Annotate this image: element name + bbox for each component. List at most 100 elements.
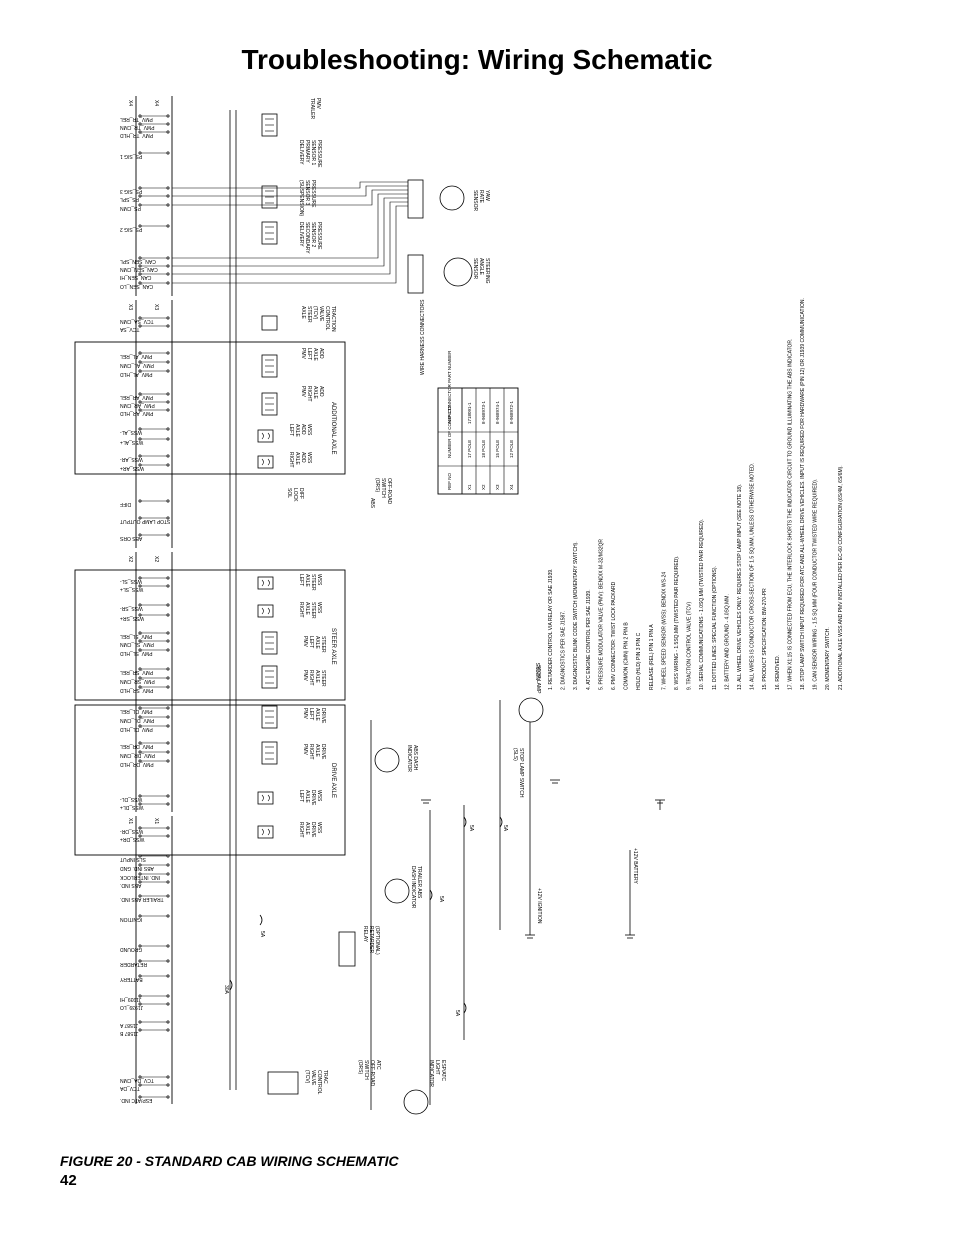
label-add-axle-right-pmv: AXLE xyxy=(312,386,318,399)
steering-angle-connector xyxy=(407,254,424,294)
connector-label-x2: X2 xyxy=(127,556,133,562)
pin-terminal xyxy=(166,1002,170,1006)
label-off-road-switch: OFF-ROAD xyxy=(386,478,392,504)
harness-table-cell: 1718091-1 xyxy=(467,402,472,424)
label-ignition-12v: +12V IGNITION xyxy=(536,888,542,924)
note-item: 10. SERIAL COMMUNICATIONS - 1.0SQ.MM (TW… xyxy=(699,519,705,690)
label-trac-control-valve: CONTROL xyxy=(316,1070,322,1095)
harness-table-cell: 15 POLE xyxy=(495,440,500,458)
steer-axle-box xyxy=(74,569,346,701)
fuse-symbol xyxy=(499,816,503,828)
signal-label: ABS IND. xyxy=(120,882,141,888)
pin-terminal xyxy=(166,114,170,118)
sensor-harness-wire xyxy=(172,205,408,284)
signal-label: CAN_SEN_SPL xyxy=(120,258,156,264)
pin-terminal xyxy=(166,1075,170,1079)
signal-label: GROUND xyxy=(120,946,143,952)
retarder-relay-symbol xyxy=(338,931,356,967)
label-additional-axle: ADDITIONAL AXLE xyxy=(330,402,336,454)
pin-terminal xyxy=(166,648,170,652)
label-diff-lock-sol: DIFF xyxy=(298,488,304,499)
label-wss-add-axle-left: AXLE xyxy=(294,424,300,437)
label-abs: ABS xyxy=(369,498,375,509)
signal-label: PMV_SL_REL xyxy=(120,633,152,639)
label-wss-add-axle-right: ADD xyxy=(300,452,306,463)
signal-label: TCV_DA_CMN xyxy=(120,1077,154,1083)
signal-label: IND. INTERLOCK xyxy=(119,874,160,880)
harness-table-cell: X4 xyxy=(509,484,514,490)
sensor-harness-wire xyxy=(172,193,408,259)
pin-terminal xyxy=(166,914,170,918)
pin-terminal xyxy=(166,994,170,998)
pin-terminal xyxy=(166,437,170,441)
note-item: 4. ATC ENGINE CONTROL PER SAE J1939. xyxy=(586,589,592,690)
label-yaw-rate-sensor: SENSOR xyxy=(472,190,478,212)
stop-lamp-symbol xyxy=(518,697,544,723)
label-wss-add-axle-right: RIGHT xyxy=(288,452,294,468)
label-pressure-sensor-1: SENSOR 1 xyxy=(310,140,316,166)
label-pressure-sensor-2: SENSOR 2 xyxy=(310,222,316,248)
pin-terminal xyxy=(166,1083,170,1087)
label-traction-control-valve: VALVE xyxy=(318,306,324,322)
page-title: Troubleshooting: Wiring Schematic xyxy=(241,44,713,75)
signal-label: ABS IND. GND xyxy=(120,865,154,871)
pin-terminal xyxy=(166,741,170,745)
harness-table-cell: X2 xyxy=(481,484,486,490)
label-pressure-sensor-1: PRESSURE xyxy=(316,140,322,168)
signal-label: TCV_DA xyxy=(119,1085,139,1091)
signal-label: ESP/ATC IND. xyxy=(120,1097,152,1103)
sensor-harness-wire xyxy=(172,181,408,189)
pin-terminal xyxy=(166,224,170,228)
label-wss-drive-axle-left: WSS xyxy=(316,790,322,802)
note-item: RELEASE (REL) PIN 1 PIN A xyxy=(649,624,655,690)
label-drive-axle-right-pmv: DRIVE xyxy=(320,744,326,760)
note-item: 12. BATTERY AND GROUND - 4.0SQ.MM. xyxy=(724,594,730,690)
label-pressure-sensor-1: PRIMARY xyxy=(304,140,310,163)
harness-table-cell: 8-968973-1 xyxy=(481,400,486,424)
label-wss-drive-axle-left: LEFT xyxy=(298,790,304,802)
wss-coil xyxy=(261,579,270,587)
label-traction-control-valve: TRACTION xyxy=(330,306,336,332)
note-item: 11. DOTTED LINES: SPECIAL FUNCTION (OPTI… xyxy=(712,566,718,690)
pin-terminal xyxy=(166,880,170,884)
label-off-road-switch: (ORS) xyxy=(374,478,380,493)
label-diff-lock-sol: SOL xyxy=(286,488,292,498)
label-battery-12v: +12V BATTERY xyxy=(632,848,638,884)
pin-terminal xyxy=(166,151,170,155)
fuse-symbol xyxy=(229,979,233,991)
pin-terminal xyxy=(166,872,170,876)
label-wss-steer-axle-left: AXLE xyxy=(304,574,310,587)
label-trac-control-valve: (TCV) xyxy=(304,1070,310,1084)
label-traction-control-valve: (TCV) xyxy=(312,306,318,320)
pin-terminal xyxy=(166,281,170,285)
harness-table-header: REF NO xyxy=(447,473,452,491)
label-traction-control-valve: AXLE xyxy=(300,306,306,319)
label-wss-add-axle-right: WSS xyxy=(306,452,312,464)
pin-terminal xyxy=(166,894,170,898)
signal-label: TRAILER ABS IND. xyxy=(120,896,164,902)
signal-label: IGNITION xyxy=(120,916,143,922)
label-diff-lock-sol: LOCK xyxy=(292,488,298,502)
yaw-rate-connector xyxy=(407,179,424,219)
label-add-axle-right-pmv: RIGHT xyxy=(306,386,312,402)
pin-terminal xyxy=(166,706,170,710)
label-drive-axle-left-pmv: LEFT xyxy=(308,708,314,720)
signal-label: CAN_SEN_CMN xyxy=(120,266,158,272)
connector-label-x4-side: X4 xyxy=(153,100,159,106)
connector-label-x1-side: X1 xyxy=(153,818,159,824)
wss-coil xyxy=(261,794,270,802)
pin-terminal xyxy=(166,1028,170,1032)
harness-table-frame xyxy=(437,387,519,495)
pin-terminal xyxy=(166,826,170,830)
pin-terminal xyxy=(166,685,170,689)
harness-table-header: AMP CONNECTOR PART NUMBER xyxy=(447,350,452,424)
pin-terminal xyxy=(166,369,170,373)
signal-label: ABS ORS xyxy=(119,535,142,541)
label-wss-steer-axle-right: RIGHT xyxy=(298,602,304,618)
pin-terminal xyxy=(166,944,170,948)
signal-label: PS_SIG 2 xyxy=(120,226,142,232)
label-steering-angle-sensor: ANGLE xyxy=(478,258,484,276)
